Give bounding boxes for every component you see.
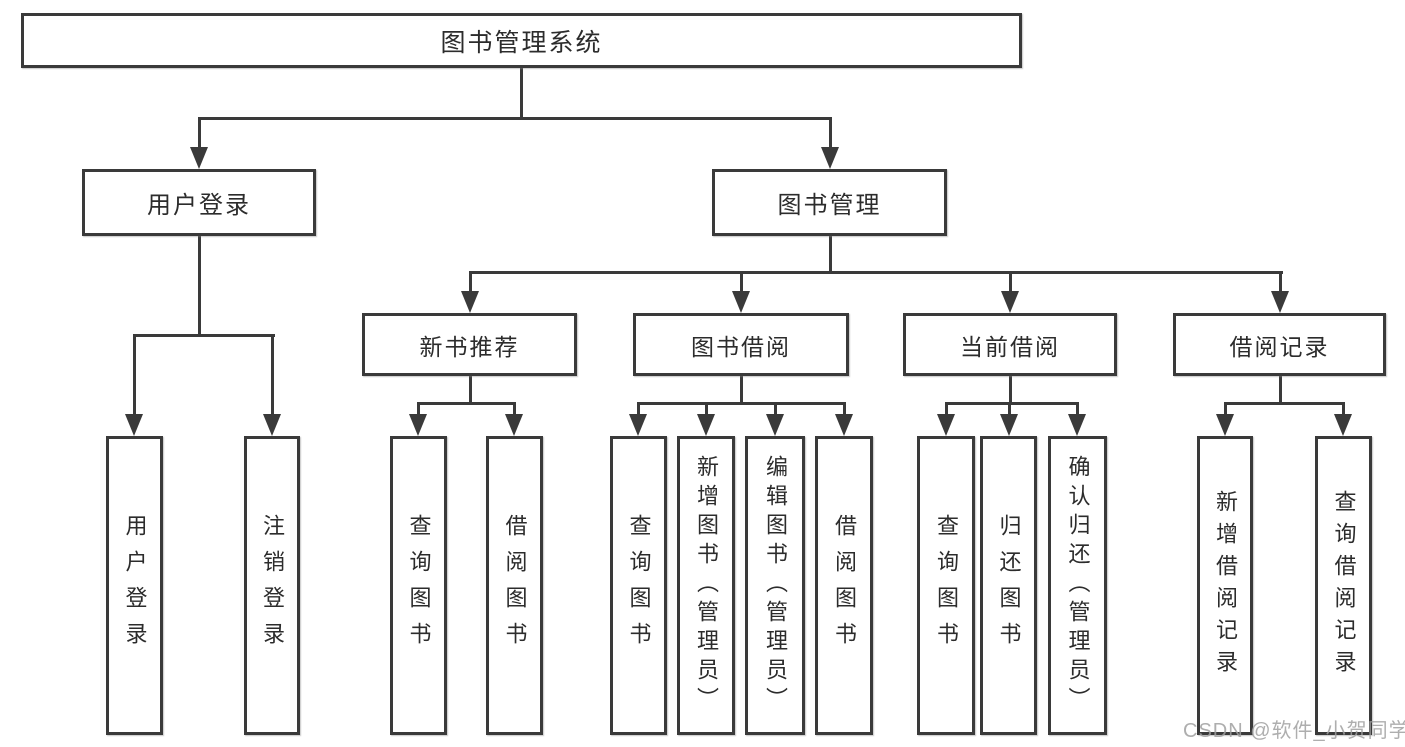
node-user-login: 用户登录 — [82, 169, 316, 236]
arrow-down-icon — [263, 414, 281, 436]
node-new-book-recommend: 新书推荐 — [362, 313, 577, 376]
connector-line — [1279, 376, 1282, 405]
connector-line — [417, 402, 420, 418]
connector-line — [1279, 271, 1282, 293]
node-label: 借阅图书 — [832, 513, 857, 658]
node-book-management: 图书管理 — [712, 169, 947, 236]
node-label: 注销登录 — [260, 513, 285, 658]
node-label: 用户登录 — [122, 513, 148, 658]
arrow-down-icon — [821, 147, 839, 169]
leaf-logout: 注销登录 — [244, 436, 300, 735]
connector-line — [774, 402, 777, 418]
leaf-borrow-books-1: 借阅图书 — [486, 436, 543, 735]
leaf-query-books-2: 查询图书 — [610, 436, 667, 735]
leaf-edit-book-admin: 编辑图书（管理员） — [745, 436, 805, 735]
node-borrowing-records: 借阅记录 — [1173, 313, 1386, 376]
arrow-down-icon — [190, 147, 208, 169]
arrow-down-icon — [1271, 291, 1289, 313]
node-label: 用户登录 — [147, 192, 251, 219]
connector-line — [1224, 402, 1345, 405]
arrow-down-icon — [1001, 291, 1019, 313]
node-label: 查询借阅记录 — [1331, 489, 1357, 682]
node-label: 查询图书 — [626, 513, 652, 658]
node-label: 新书推荐 — [419, 333, 520, 360]
connector-line — [133, 334, 275, 337]
arrow-down-icon — [461, 291, 479, 313]
arrow-down-icon — [1334, 414, 1352, 436]
connector-line — [843, 402, 846, 418]
arrow-down-icon — [629, 414, 647, 436]
connector-line — [198, 236, 201, 336]
arrow-down-icon — [697, 414, 715, 436]
arrow-down-icon — [505, 414, 523, 436]
leaf-query-books-3: 查询图书 — [917, 436, 975, 735]
node-label: 确认归还（管理员） — [1065, 455, 1091, 716]
leaf-query-borrow-record: 查询借阅记录 — [1315, 436, 1372, 735]
leaf-return-book: 归还图书 — [980, 436, 1037, 735]
connector-line — [945, 402, 948, 418]
connector-line — [829, 117, 832, 150]
connector-line — [829, 236, 832, 274]
arrow-down-icon — [409, 414, 427, 436]
node-label: 图书管理系统 — [440, 28, 603, 57]
connector-line — [133, 334, 136, 416]
arrow-down-icon — [835, 414, 853, 436]
connector-line — [1009, 376, 1012, 405]
arrow-down-icon — [1000, 414, 1018, 436]
leaf-add-book-admin: 新增图书（管理员） — [677, 436, 735, 735]
node-book-borrowing: 图书借阅 — [633, 313, 849, 376]
connector-line — [469, 271, 472, 293]
node-label: 新增图书（管理员） — [694, 455, 719, 716]
connector-line — [513, 402, 516, 418]
node-label: 借阅记录 — [1229, 333, 1330, 360]
node-label: 归还图书 — [996, 513, 1022, 658]
arrow-down-icon — [766, 414, 784, 436]
node-label: 借阅图书 — [502, 513, 528, 658]
node-label: 图书管理 — [777, 192, 882, 219]
arrow-down-icon — [732, 291, 750, 313]
node-label: 当前借阅 — [960, 333, 1060, 360]
connector-line — [705, 402, 708, 418]
leaf-confirm-return-admin: 确认归还（管理员） — [1048, 436, 1107, 735]
arrow-down-icon — [937, 414, 955, 436]
connector-line — [1009, 271, 1012, 293]
leaf-add-borrow-record: 新增借阅记录 — [1197, 436, 1253, 735]
connector-line — [198, 117, 832, 120]
node-current-borrowing: 当前借阅 — [903, 313, 1117, 376]
connector-line — [469, 271, 1283, 274]
connector-line — [740, 376, 743, 405]
connector-line — [740, 271, 743, 293]
connector-line — [1076, 402, 1079, 418]
node-label: 新增借阅记录 — [1213, 489, 1238, 682]
connector-line — [1008, 402, 1011, 418]
connector-line — [1224, 402, 1227, 418]
arrow-down-icon — [1216, 414, 1234, 436]
connector-line — [1342, 402, 1345, 418]
connector-line — [198, 117, 201, 150]
arrow-down-icon — [1068, 414, 1086, 436]
connector-line — [637, 402, 640, 418]
connector-line — [417, 402, 516, 405]
node-label: 图书借阅 — [691, 333, 791, 360]
node-library-system: 图书管理系统 — [21, 13, 1022, 68]
arrow-down-icon — [125, 414, 143, 436]
node-label: 查询图书 — [934, 513, 959, 658]
leaf-user-login: 用户登录 — [106, 436, 163, 735]
csdn-watermark: CSDN @软件_小贺同学 — [1183, 720, 1405, 742]
connector-line — [945, 402, 1079, 405]
connector-line — [469, 376, 472, 405]
node-label: 编辑图书（管理员） — [763, 455, 788, 716]
connector-line — [637, 402, 845, 405]
leaf-query-books-1: 查询图书 — [390, 436, 447, 735]
connector-line — [520, 68, 523, 119]
node-label: 查询图书 — [406, 513, 432, 658]
leaf-borrow-books-2: 借阅图书 — [815, 436, 873, 735]
connector-line — [271, 334, 274, 416]
